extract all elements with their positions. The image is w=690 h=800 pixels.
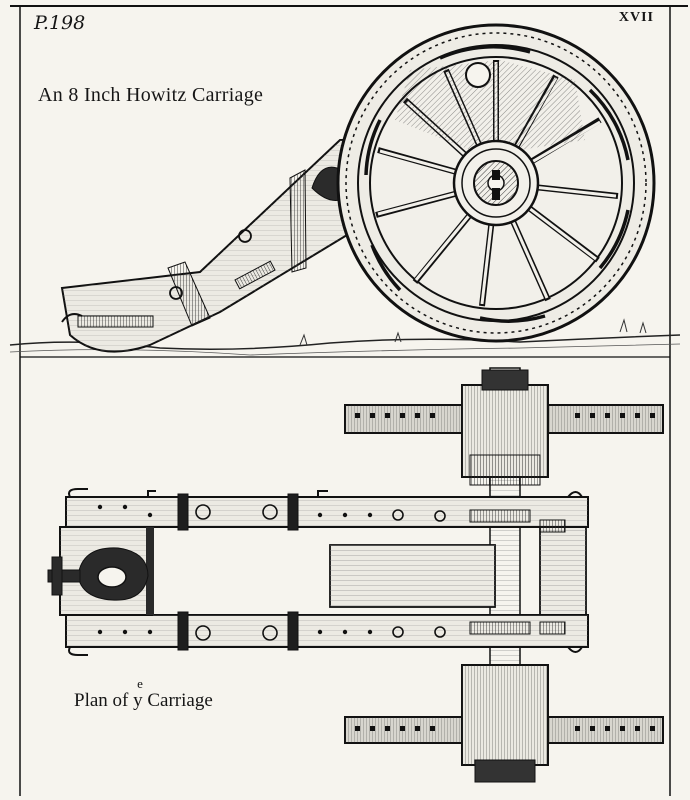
plate-title: An 8 Inch Howitz Carriage (38, 84, 264, 106)
wheel-plan-bottom (344, 664, 664, 783)
plate-number: XVII (618, 10, 654, 25)
caption-abbrev-base: y (133, 690, 143, 711)
plate-border (10, 5, 688, 796)
plan-view-drawing (47, 367, 664, 783)
wheel-plan-top (344, 369, 664, 486)
caption-suffix: Carriage (142, 690, 213, 711)
side-elevation-drawing (9, 23, 681, 356)
caption-abbrev-sup: e (137, 676, 143, 691)
caption-prefix: Plan of (74, 690, 134, 711)
page-number: P.198 (34, 12, 86, 34)
wheel-side (336, 23, 656, 343)
